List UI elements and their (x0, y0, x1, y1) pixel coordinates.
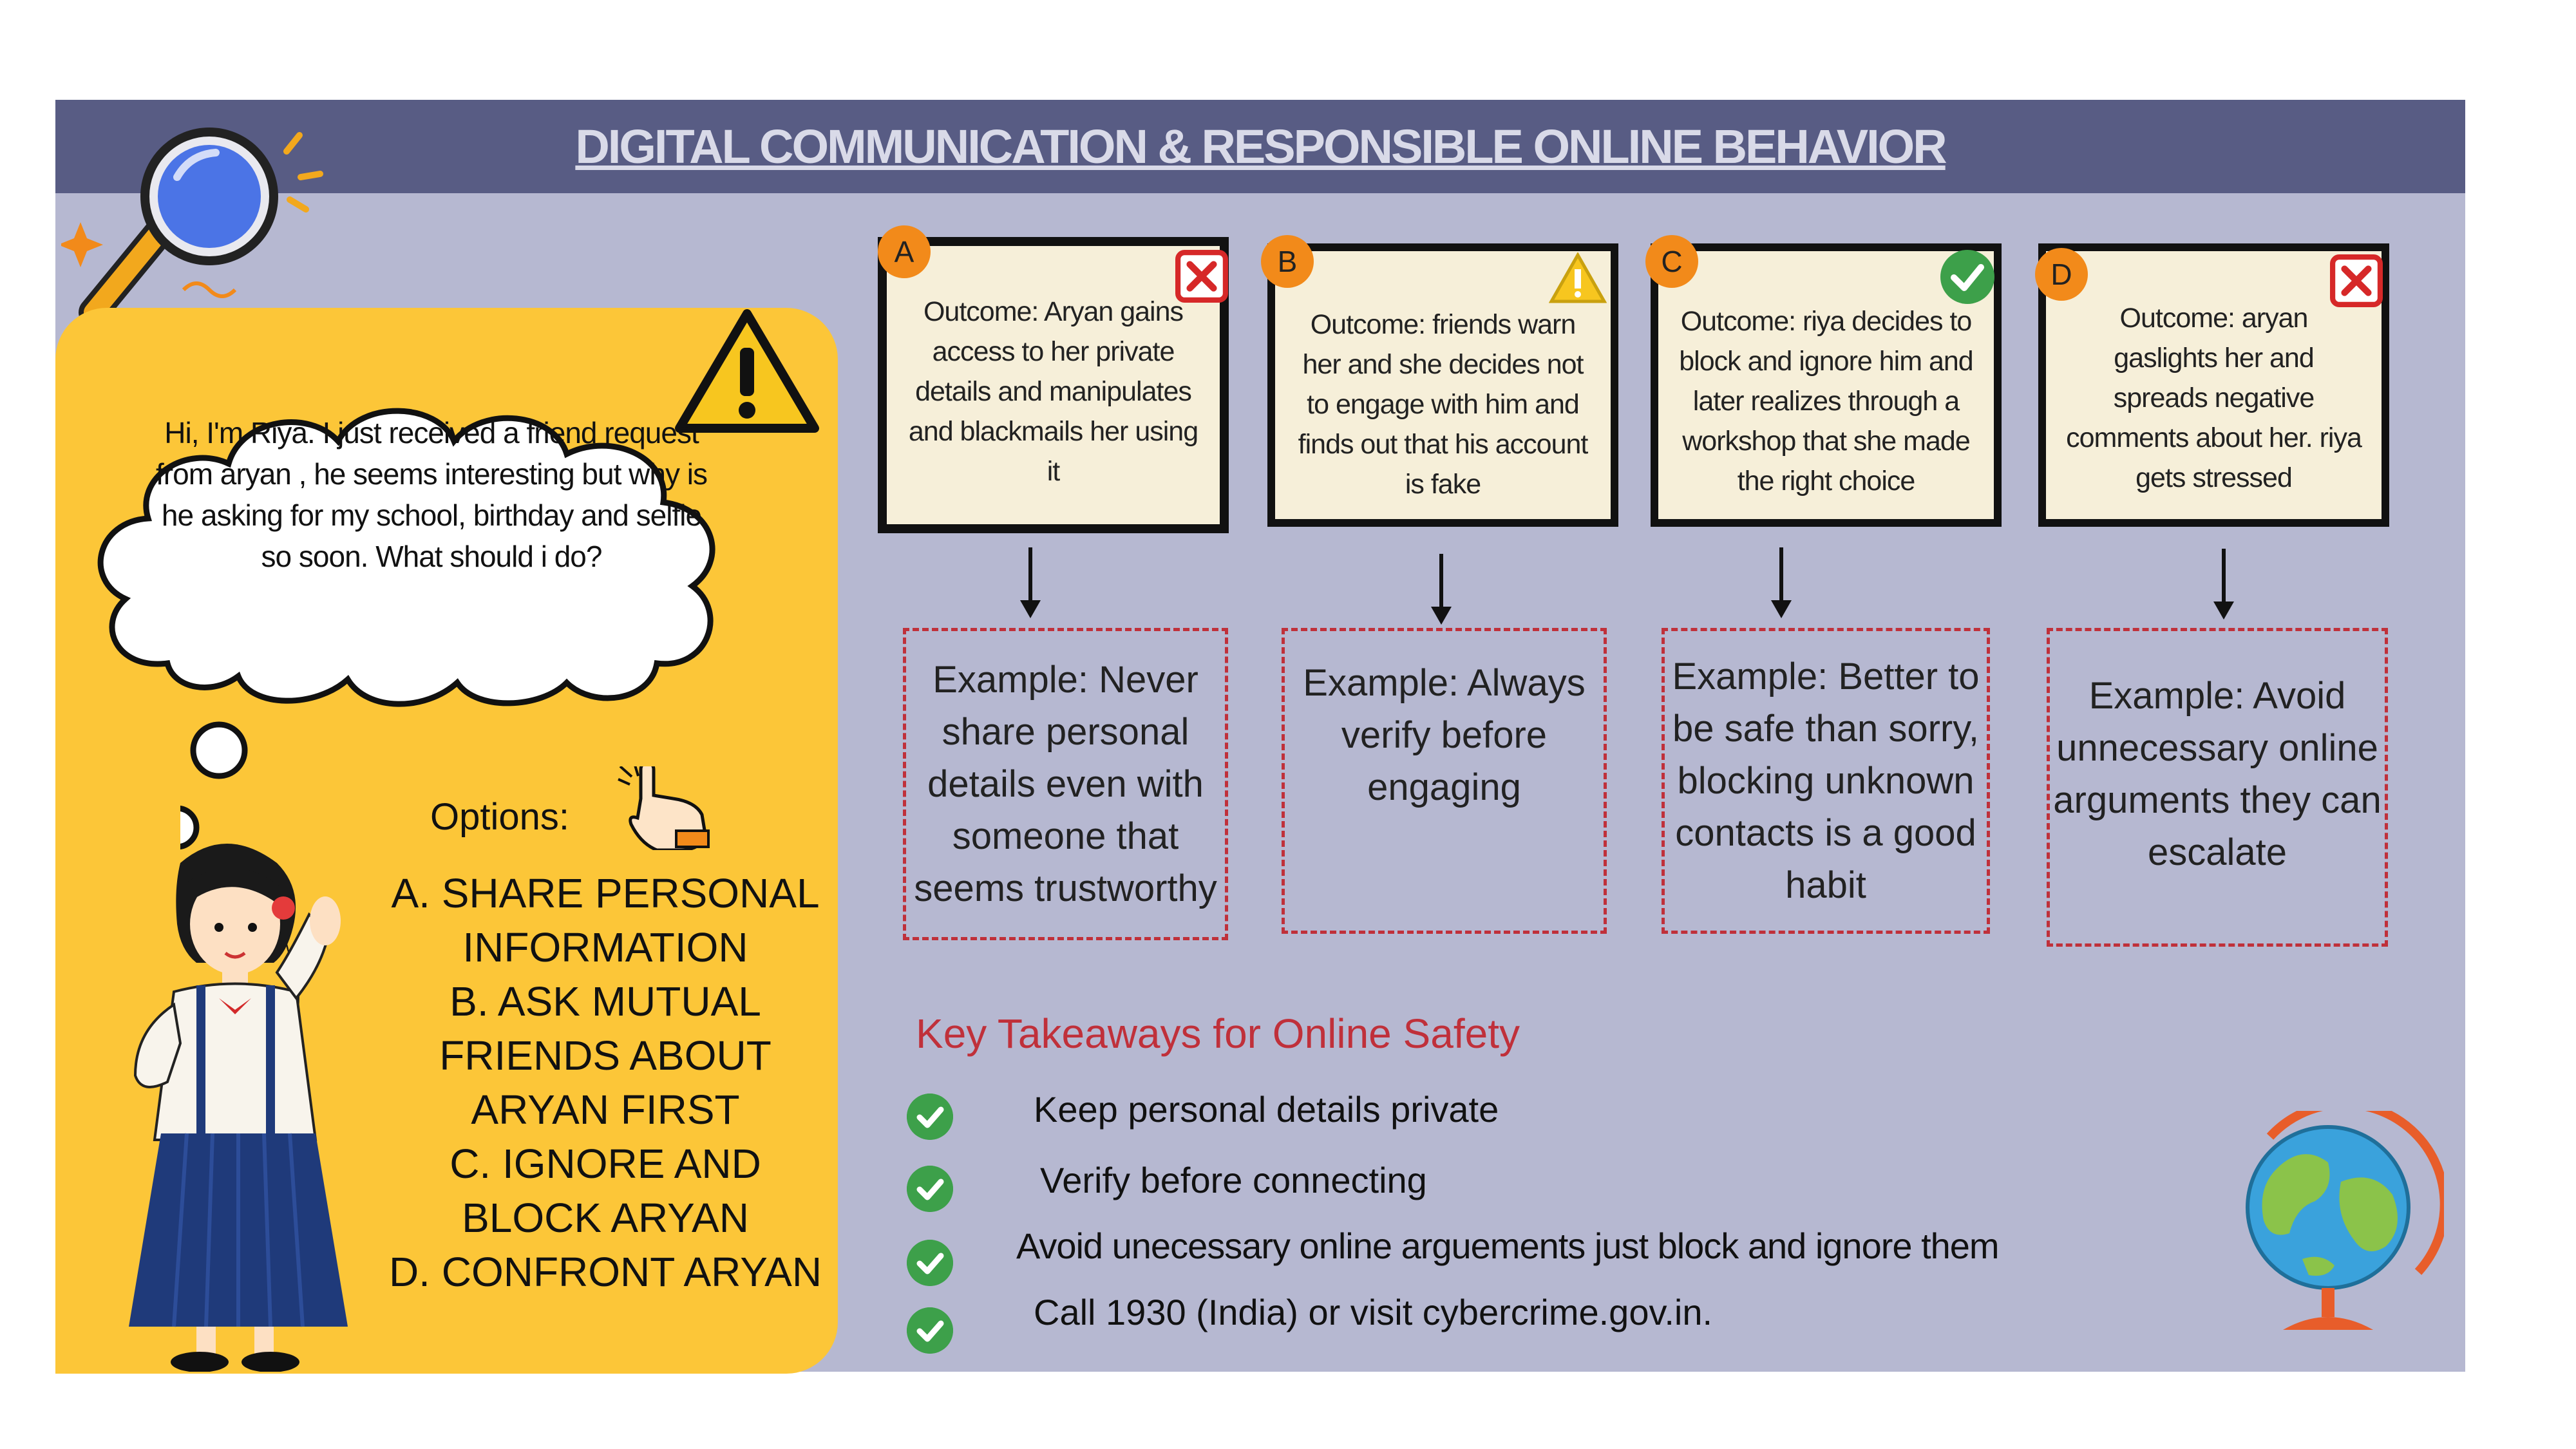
option-d[interactable]: D. CONFRONT ARYAN (388, 1249, 822, 1295)
cross-icon (1175, 250, 1228, 303)
example-box-c: Example: Better to be safe than sorry, b… (1662, 628, 1990, 934)
thought-bubble (97, 408, 715, 707)
option-c[interactable]: C. IGNORE AND BLOCK ARYAN (450, 1141, 761, 1241)
arrow-b-head (1431, 607, 1452, 625)
option-a[interactable]: A. SHARE PERSONAL INFORMATION (391, 870, 820, 971)
takeaway-item: Keep personal details private (1034, 1089, 1499, 1130)
example-box-b: Example: Always verify before engaging (1282, 628, 1607, 934)
option-b[interactable]: B. ASK MUTUAL FRIENDS ABOUT ARYAN FIRST (439, 978, 772, 1133)
takeaway-item: Call 1930 (India) or visit cybercrime.go… (1034, 1292, 1713, 1332)
outcome-text: Outcome: aryan gaslights her and spreads… (2066, 303, 2362, 493)
outcome-badge-b: B (1261, 235, 1314, 288)
check-icon (907, 1307, 953, 1354)
outcome-card-a: Outcome: Aryan gains access to her priva… (878, 237, 1229, 533)
example-text: Example: Never share personal details ev… (914, 659, 1217, 909)
options-list: A. SHARE PERSONAL INFORMATION B. ASK MUT… (380, 866, 831, 1299)
takeaway-item: Avoid unecessary online arguements just … (1016, 1226, 2000, 1266)
outcome-card-d: Outcome: aryan gaslights her and spreads… (2038, 243, 2389, 527)
outcome-text: Outcome: riya decides to block and ignor… (1679, 306, 1973, 497)
warning-icon (675, 309, 819, 433)
outcome-badge-c: C (1645, 235, 1698, 288)
thought-dots (180, 721, 248, 850)
outcome-card-c: Outcome: riya decides to block and ignor… (1651, 243, 2002, 527)
pointing-hand-icon (618, 766, 710, 850)
outcome-badge-a: A (878, 225, 931, 278)
arrow-d (2222, 549, 2226, 603)
magnifying-glass-icon (61, 128, 323, 327)
globe-icon (2246, 1111, 2444, 1330)
arrow-c-head (1771, 600, 1792, 618)
title-banner (55, 100, 2465, 193)
example-box-a: Example: Never share personal details ev… (903, 628, 1228, 940)
example-text: Example: Always verify before engaging (1303, 662, 1586, 808)
page-title: DIGITAL COMMUNICATION & RESPONSIBLE ONLI… (575, 120, 1947, 173)
cross-icon (2330, 254, 2383, 307)
example-text: Example: Better to be safe than sorry, b… (1672, 656, 1980, 906)
girl-illustration (129, 844, 348, 1372)
example-box-d: Example: Avoid unnecessary online argume… (2047, 628, 2388, 947)
arrow-d-head (2213, 601, 2234, 620)
check-icon (1940, 250, 1994, 304)
options-heading: Options: (430, 796, 569, 838)
outcome-text: Outcome: friends warn her and she decide… (1298, 309, 1589, 500)
speech-text: Hi, I'm Riya. I just received a friend r… (156, 416, 708, 573)
warning-icon (1549, 252, 1607, 303)
example-text: Example: Avoid unnecessary online argume… (2053, 675, 2382, 873)
arrow-b (1439, 554, 1443, 609)
arrow-a (1028, 547, 1032, 602)
check-icon (907, 1240, 953, 1286)
outcome-text: Outcome: Aryan gains access to her priva… (908, 296, 1198, 487)
takeaway-item: Verify before connecting (1040, 1160, 1427, 1200)
takeaways-heading: Key Takeaways for Online Safety (916, 1010, 1520, 1057)
check-icon (907, 1094, 953, 1140)
arrow-a-head (1020, 600, 1041, 618)
outcome-badge-d: D (2035, 248, 2088, 301)
check-icon (907, 1166, 953, 1212)
arrow-c (1779, 547, 1783, 602)
